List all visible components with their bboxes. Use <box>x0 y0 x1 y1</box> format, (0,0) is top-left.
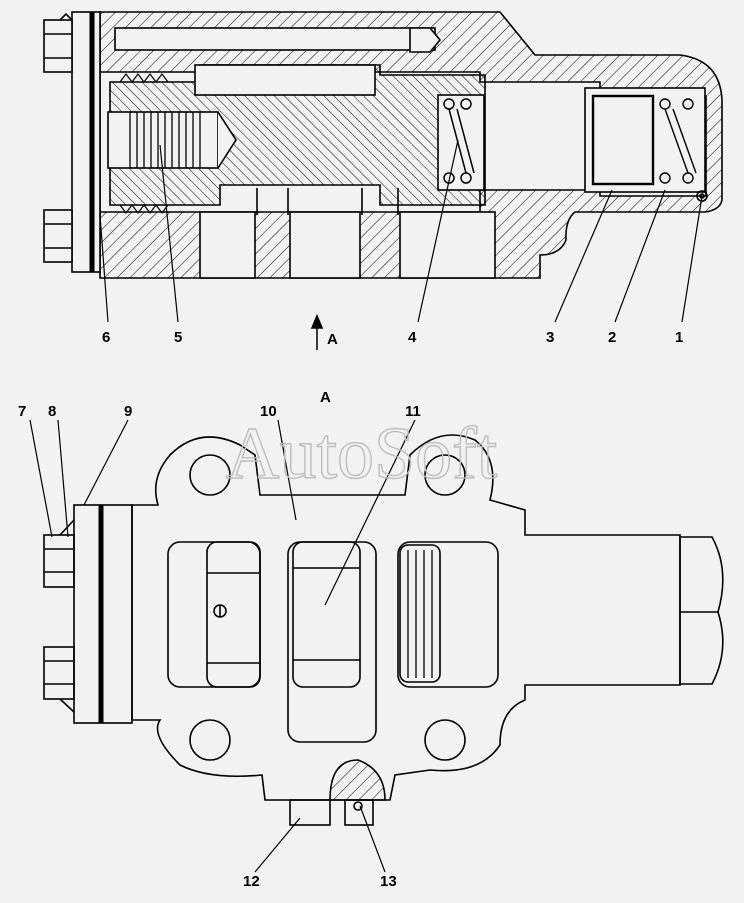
mount-hole-br <box>424 719 466 761</box>
end-cap <box>584 87 706 193</box>
threaded-plug <box>107 111 219 169</box>
spool-thread-upper <box>119 73 169 83</box>
filter-ribs <box>407 550 433 678</box>
slot-left <box>206 541 261 688</box>
spool-recess <box>194 64 376 96</box>
ball-1 <box>696 190 708 202</box>
callout-12: 12 <box>243 873 260 890</box>
port-window-right <box>397 541 499 688</box>
callout-11: 11 <box>405 403 421 420</box>
cover-plate <box>71 11 101 273</box>
slot-middle <box>292 541 361 688</box>
screen-filter <box>399 544 441 683</box>
watermark: AutoSoft <box>226 413 498 495</box>
mount-hole-tr <box>424 454 466 496</box>
port-2 <box>289 211 361 279</box>
view-arrow <box>310 313 324 350</box>
callout-8: 8 <box>48 403 56 420</box>
callout-7: 7 <box>18 403 26 420</box>
mount-hole-tl <box>189 454 231 496</box>
section-view <box>43 11 723 350</box>
callout-13: 13 <box>380 873 397 890</box>
callout-4: 4 <box>408 329 417 346</box>
leader-lines-top <box>99 139 703 323</box>
leader-lines-bottom <box>29 419 416 873</box>
callout-9: 9 <box>124 403 132 420</box>
upper-channel <box>114 27 436 51</box>
bolt-bottom <box>43 209 73 263</box>
pin-tip <box>409 27 442 53</box>
callout-2: 2 <box>608 329 616 346</box>
callout-3: 3 <box>546 329 554 346</box>
plug-threads <box>129 112 201 168</box>
view-title: A <box>320 389 331 406</box>
bolt-upper-view <box>43 519 75 588</box>
mount-hole-bl <box>189 719 231 761</box>
bottom-fitting <box>289 799 331 826</box>
port-3 <box>399 211 496 279</box>
plug-tip <box>217 111 237 169</box>
callout-10: 10 <box>260 403 277 420</box>
spring-2 <box>659 98 697 184</box>
callout-5: 5 <box>174 329 182 346</box>
callout-1: 1 <box>675 329 683 346</box>
port-1 <box>199 211 256 279</box>
callout-6: 6 <box>102 329 110 346</box>
view-a <box>29 419 724 873</box>
bleed-screw-head <box>329 759 386 801</box>
spool-thread-lower <box>119 204 169 214</box>
port-window-left <box>167 541 261 688</box>
view-arrow-label: A <box>327 331 338 348</box>
cap-inner <box>591 94 655 186</box>
bolt-top <box>43 12 73 73</box>
nose-part <box>679 536 724 685</box>
bleed-screw-body <box>344 799 374 826</box>
bolt-lower-view <box>43 646 75 713</box>
port-window-middle <box>287 541 377 743</box>
